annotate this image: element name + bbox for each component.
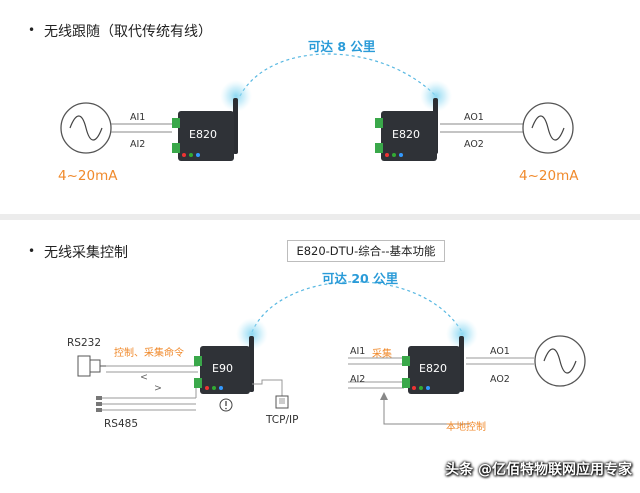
- rs485-wires-icon: [96, 396, 196, 412]
- input-label-ai2: AI2: [130, 139, 146, 150]
- rs232-label: RS232: [67, 337, 102, 349]
- section2-input-ai1: AI1: [350, 346, 366, 357]
- device-label-e820-right: E820: [392, 128, 420, 141]
- section2-bullet: •: [28, 244, 36, 258]
- panel-wireless-follow: [10, 6, 628, 212]
- device-label-e90: E90: [212, 362, 233, 375]
- section2-input-ai2: AI2: [350, 374, 366, 385]
- wireless-arc-2: [251, 281, 463, 333]
- output-label-ao1: AO1: [464, 112, 484, 123]
- collect-label: 采集: [372, 349, 392, 360]
- tcpip-label: TCP/IP: [266, 414, 299, 426]
- section2-heading: 无线采集控制: [44, 245, 128, 261]
- wireless-arc-1: [239, 53, 437, 97]
- local-control-label: 本地控制: [446, 422, 486, 433]
- right-range-label: 4~20mA: [519, 168, 579, 184]
- device-label-e820-section2: E820: [419, 362, 447, 375]
- device-e820-section2-icon: [402, 318, 478, 394]
- panel-wireless-control: [10, 222, 628, 462]
- device-label-e820-left: E820: [189, 128, 217, 141]
- warning-icon: [219, 398, 233, 412]
- section2-distance: 可达 20 公里: [322, 271, 399, 286]
- output-label-ao2: AO2: [464, 139, 484, 150]
- section1-distance: 可达 8 公里: [308, 39, 376, 54]
- section1-bullet: •: [28, 23, 36, 37]
- watermark-text: 头条 @亿佰特物联网应用专家: [445, 462, 632, 478]
- device-e90-icon: [194, 318, 268, 394]
- left-range-label: 4~20mA: [58, 168, 118, 184]
- device-e820-right-icon: [375, 80, 452, 161]
- ethernet-plug-icon: [275, 395, 289, 409]
- signal-output-icon: [522, 102, 574, 154]
- arrow-right-glyph: >: [154, 383, 162, 394]
- signal-output-2-icon: [534, 335, 586, 387]
- signal-source-icon: [60, 102, 112, 154]
- rs485-label: RS485: [104, 418, 139, 430]
- function-title-box: E820-DTU-综合--基本功能: [287, 240, 445, 262]
- section2-output-ao2: AO2: [490, 374, 510, 385]
- control-command-label: 控制、采集命令: [114, 348, 184, 359]
- section-separator: [0, 214, 640, 220]
- arrow-left-glyph: <: [140, 372, 148, 383]
- rs232-connector-icon: [77, 355, 106, 377]
- section2-output-ao1: AO1: [490, 346, 510, 357]
- section1-heading: 无线跟随（取代传统有线）: [44, 24, 212, 40]
- input-label-ai1: AI1: [130, 112, 146, 123]
- device-e820-left-icon: [172, 80, 252, 161]
